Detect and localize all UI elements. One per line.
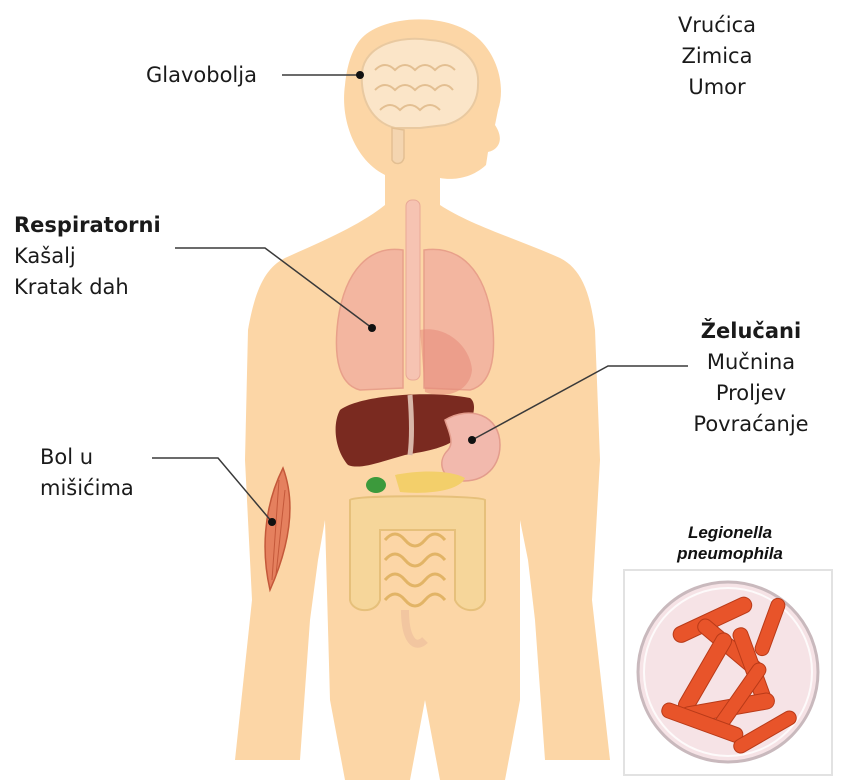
trachea xyxy=(406,200,420,380)
general-symptoms: Vrućica Zimica Umor xyxy=(672,10,762,103)
gallbladder xyxy=(366,477,386,493)
gastric-title: Želučani xyxy=(676,316,826,347)
respiratory-item-cough: Kašalj xyxy=(14,241,161,272)
respiratory-item-breath: Kratak dah xyxy=(14,272,161,303)
gastric-item-nausea: Mučnina xyxy=(676,347,826,378)
muscle-group: Bol u mišićima xyxy=(40,442,134,504)
bacterium-genus: Legionella xyxy=(660,522,800,543)
muscle-line1: Bol u xyxy=(40,442,134,473)
label-headache: Glavobolja xyxy=(146,60,257,91)
symptom-chills: Zimica xyxy=(672,41,762,72)
bacterium-species: pneumophila xyxy=(660,543,800,564)
stomach xyxy=(442,413,500,481)
gastric-item-vomiting: Povraćanje xyxy=(676,409,826,440)
symptom-fatigue: Umor xyxy=(672,72,762,103)
bacterium-name: Legionella pneumophila xyxy=(660,522,800,564)
bacteria-panel xyxy=(624,570,832,775)
muscle-line2: mišićima xyxy=(40,473,134,504)
gastric-item-diarrhea: Proljev xyxy=(676,378,826,409)
symptom-fever: Vrućica xyxy=(672,10,762,41)
respiratory-title: Respiratorni xyxy=(14,210,161,241)
respiratory-group: Respiratorni Kašalj Kratak dah xyxy=(14,210,161,303)
gastric-group: Želučani Mučnina Proljev Povraćanje xyxy=(676,316,826,440)
